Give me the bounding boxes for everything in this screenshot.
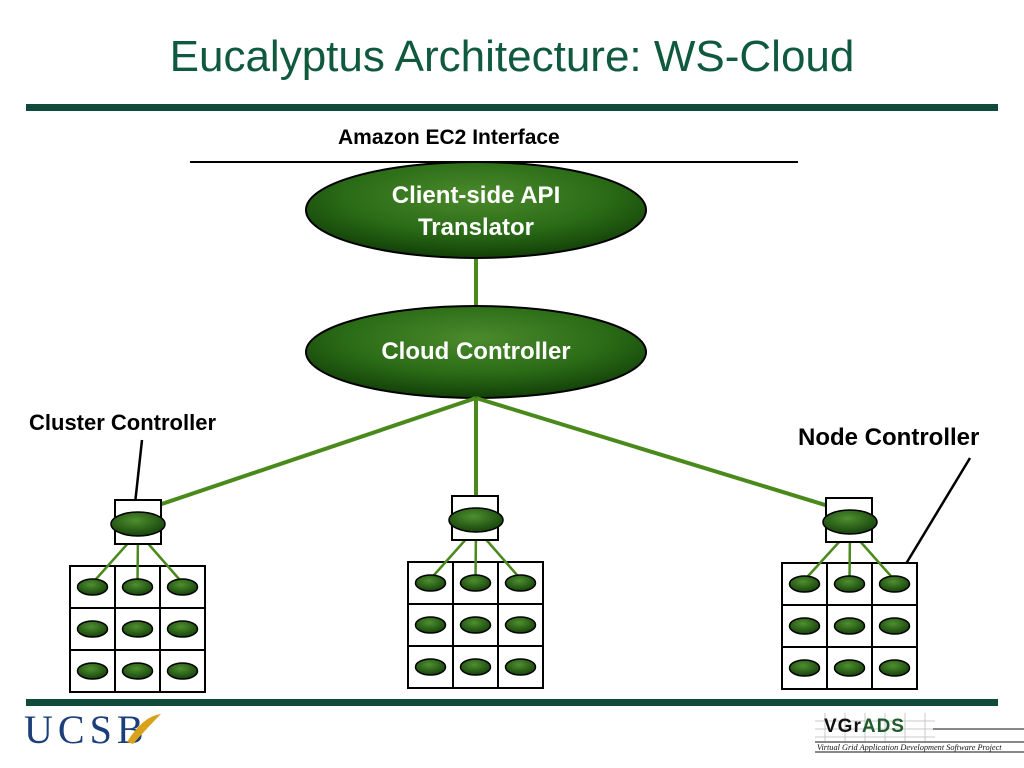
node-controller-ellipse [76,662,109,680]
node-controller-ellipse [459,574,492,592]
node-controller-ellipse [878,617,911,635]
node-controller-ellipse [833,575,866,593]
interface-label: Amazon EC2 Interface [338,126,560,149]
node-controller-ellipse [121,662,154,680]
client-api-line2: Translator [417,214,535,241]
node-controller-ellipse [76,620,109,638]
node-controller-ellipse [504,616,537,634]
top-divider [26,104,998,111]
node-controller-ellipse [166,620,199,638]
node-controller-ellipse [504,574,537,592]
node-controller-label: Node Controller [798,424,980,451]
client-api-text: Client-side API Translator [306,180,646,244]
cluster-1 [69,499,206,693]
client-api-ellipse [305,161,647,259]
cluster-controller-ellipse [448,507,504,533]
node-controller-ellipse [166,578,199,596]
ucsb-swoosh-icon [127,714,161,744]
cluster-2 [407,495,544,689]
vgrads-logo-a: VGr [824,716,862,737]
cluster-controller-ellipse [822,509,878,535]
node-controller-ellipse [459,616,492,634]
cloud-to-cluster-right [475,396,849,514]
ucsb-logo: UCSB [24,707,149,752]
vgrads-logo: VGrADS [824,716,905,738]
node-controller-ellipse [878,575,911,593]
node-controller-ellipse [788,575,821,593]
slide-title: Eucalyptus Architecture: WS-Cloud [169,32,855,81]
node-controller-ellipse [414,574,447,592]
cloud-controller-text: Cloud Controller [381,338,571,365]
node-controller-ellipse [166,662,199,680]
cluster-controller-ellipse [110,511,166,537]
bottom-divider [26,699,998,706]
node-controller-ellipse [76,578,109,596]
vgrads-grid-icon [815,713,1024,753]
node-controller-ellipse [878,659,911,677]
node-controller-ellipse [121,578,154,596]
vgrads-logo-b: ADS [861,716,905,737]
vgrads-caption: Virtual Grid Application Development Sof… [817,743,1002,752]
node-controller-ellipse [788,659,821,677]
client-api-line1: Client-side API [391,182,561,209]
node-controller-ellipse [459,658,492,676]
node-controller-ellipse [504,658,537,676]
cluster-controller-label: Cluster Controller [29,410,217,435]
cluster-3 [781,497,918,690]
node-controller-pointer [893,457,972,583]
node-controller-ellipse [414,658,447,676]
cloud-to-cluster-left [137,396,477,514]
node-controller-ellipse [414,616,447,634]
node-controller-ellipse [833,617,866,635]
node-controller-ellipse [121,620,154,638]
node-controller-ellipse [833,659,866,677]
node-controller-ellipse [788,617,821,635]
